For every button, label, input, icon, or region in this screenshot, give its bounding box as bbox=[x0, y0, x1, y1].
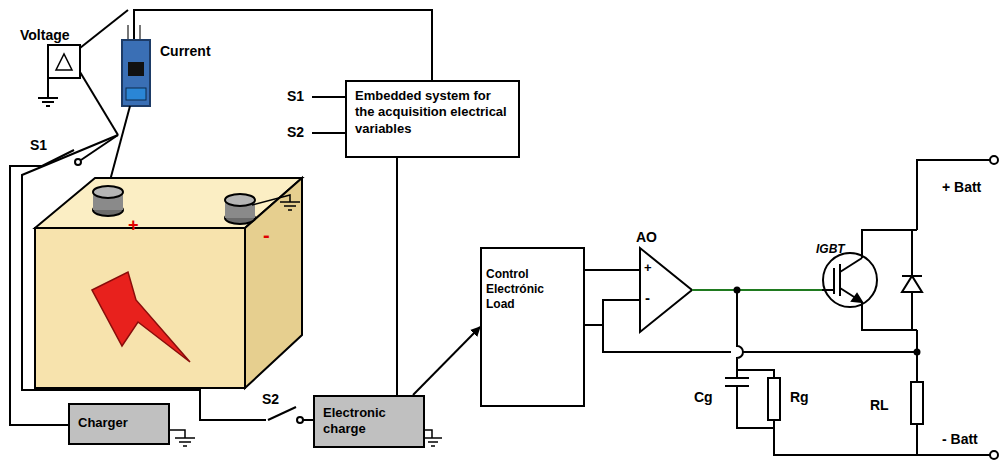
battery bbox=[35, 178, 302, 388]
ground-symbol bbox=[38, 98, 58, 106]
wire bbox=[252, 195, 290, 205]
wire bbox=[737, 370, 774, 378]
box-text: Control Electrónic Load bbox=[486, 267, 558, 312]
wire bbox=[743, 351, 917, 353]
label-text: - bbox=[263, 224, 270, 246]
label-text: AO bbox=[636, 230, 657, 245]
box-text: Charger bbox=[78, 415, 160, 431]
label-text: Voltage bbox=[20, 28, 70, 43]
voltage-sensor bbox=[48, 45, 80, 78]
wire bbox=[585, 324, 603, 326]
wire bbox=[170, 430, 185, 438]
label-text: RL bbox=[870, 398, 889, 413]
wire bbox=[80, 72, 118, 135]
amplifier-symbol bbox=[56, 54, 72, 70]
current-sensor bbox=[122, 25, 150, 106]
signal-line bbox=[312, 96, 345, 98]
label-text: S2 bbox=[287, 125, 304, 140]
wire bbox=[916, 330, 918, 382]
box-text: Embedded system for the acquisition elec… bbox=[355, 88, 510, 137]
label-text: Cg bbox=[694, 390, 713, 405]
gate-wire bbox=[692, 289, 822, 291]
label-text: + Batt bbox=[942, 180, 981, 195]
label-text: Current bbox=[160, 44, 211, 59]
wire bbox=[425, 430, 432, 438]
label-text: S2 bbox=[262, 392, 279, 407]
igbt-symbol bbox=[822, 253, 877, 307]
switch-symbol bbox=[268, 407, 303, 423]
junction-dot bbox=[915, 350, 920, 355]
connector-arrow bbox=[413, 327, 480, 395]
opamp-symbol bbox=[640, 248, 692, 332]
wire bbox=[916, 424, 918, 455]
ground-symbol bbox=[424, 438, 442, 446]
wire bbox=[134, 10, 432, 80]
terminal bbox=[990, 156, 998, 164]
label-text: - Batt bbox=[942, 432, 978, 447]
wire bbox=[22, 135, 266, 420]
system-box: Embedded system for the acquisition elec… bbox=[345, 80, 520, 158]
resistor-symbol bbox=[911, 382, 923, 424]
capacitor-symbol bbox=[725, 378, 749, 386]
control-box: Control Electrónic Load bbox=[480, 247, 585, 407]
wire bbox=[862, 230, 917, 258]
wire bbox=[917, 160, 990, 230]
load-box: Electronic charge bbox=[313, 395, 425, 448]
label-text: S1 bbox=[287, 89, 304, 104]
label-text: IGBT bbox=[816, 243, 845, 256]
ground-symbol bbox=[175, 438, 195, 446]
label-text: S1 bbox=[30, 138, 47, 153]
charger-box: Charger bbox=[68, 403, 170, 445]
wire bbox=[737, 290, 743, 378]
wire bbox=[47, 78, 49, 98]
wire bbox=[862, 302, 917, 330]
junction-dot bbox=[735, 288, 740, 293]
wire bbox=[303, 419, 313, 421]
signal-line bbox=[312, 132, 345, 134]
wire bbox=[585, 269, 640, 271]
box-text: Electronic charge bbox=[323, 405, 403, 438]
wire bbox=[108, 106, 130, 188]
terminal bbox=[990, 451, 998, 459]
wire bbox=[737, 386, 774, 428]
resistor-symbol bbox=[768, 378, 780, 420]
label-text: - bbox=[645, 290, 650, 307]
connector-line bbox=[396, 158, 398, 395]
diode-symbol bbox=[902, 230, 922, 330]
label-text: + bbox=[644, 261, 652, 275]
label-text: Rg bbox=[790, 390, 809, 405]
wire bbox=[774, 428, 990, 455]
label-text: + bbox=[128, 216, 139, 236]
wire bbox=[80, 10, 128, 48]
ground-symbol bbox=[280, 202, 300, 210]
